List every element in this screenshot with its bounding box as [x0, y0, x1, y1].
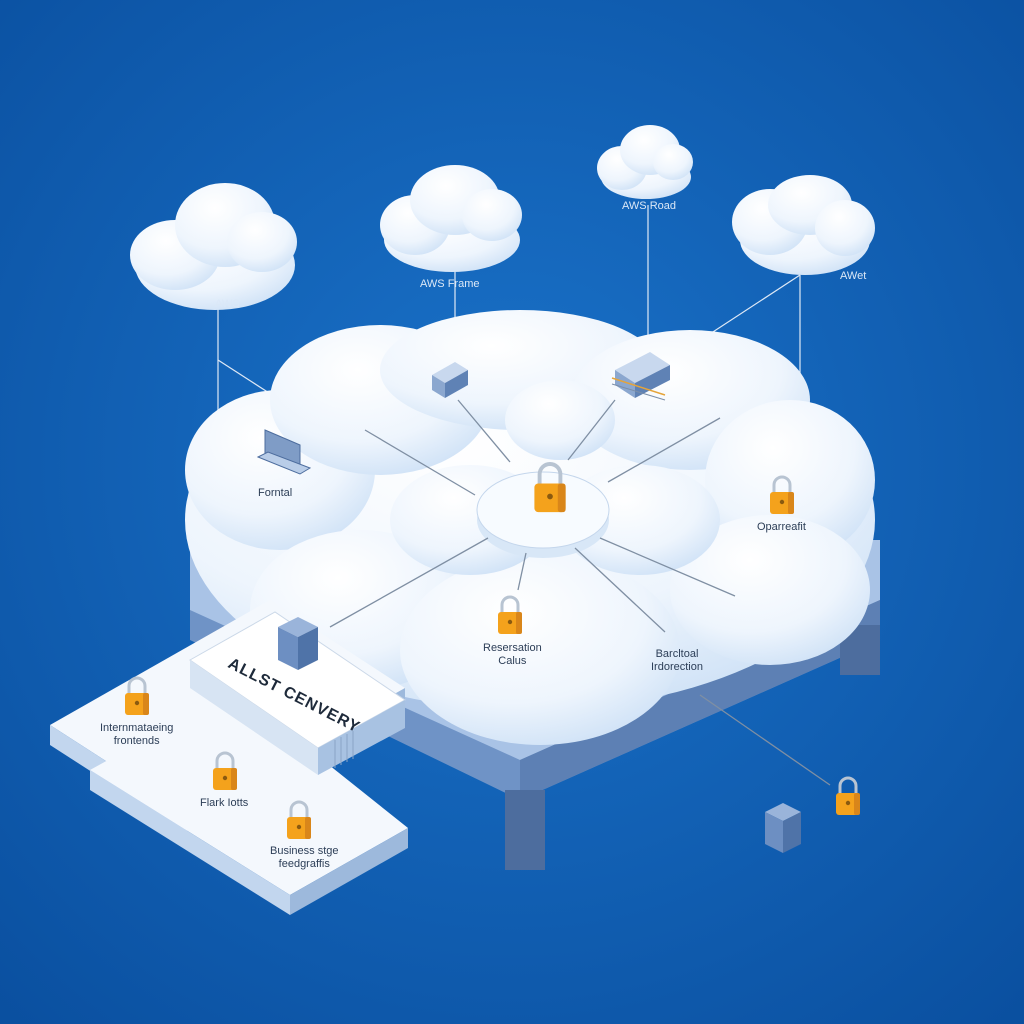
backend-label: Barcltoal Irdorection — [651, 648, 703, 673]
padlock-icon — [770, 475, 794, 514]
cloud-aws-road — [597, 125, 693, 199]
hub-spokes — [159, 399, 831, 800]
server-icon — [432, 362, 468, 398]
cloud-aws-frame — [380, 165, 522, 272]
cloud-aws-label: AWS — [215, 298, 240, 310]
operations-label: Oparreafit — [757, 521, 806, 533]
cloud-aws — [130, 183, 297, 310]
cloud-aws-road-label: AWS Road — [622, 200, 677, 212]
flask-label: Flark Iotts — [200, 797, 249, 809]
vent-grille — [334, 731, 354, 768]
cube-icon — [765, 803, 801, 853]
padlock-icon — [287, 800, 311, 839]
cloud-aws-frame-label: AWS Frame — [420, 278, 480, 290]
padlock-icon — [213, 751, 237, 790]
padlocks — [125, 462, 860, 839]
business-label: Business stge feedgraffis — [270, 845, 339, 870]
stacked-servers-icon — [611, 352, 670, 401]
padlock-icon — [125, 676, 149, 715]
reservation-label: Resersation Calus — [483, 642, 542, 667]
cloud-awet-label: AWet — [840, 270, 867, 282]
frontends-label: Internmataeing frontends — [100, 722, 174, 747]
laptop-icon — [256, 429, 312, 475]
cloud-awet — [732, 175, 875, 275]
portal-label: Forntal — [258, 487, 293, 499]
cube-icon — [278, 617, 318, 670]
padlock-icon — [498, 595, 522, 634]
padlock-icon — [836, 776, 860, 815]
padlock-icon — [534, 462, 566, 513]
